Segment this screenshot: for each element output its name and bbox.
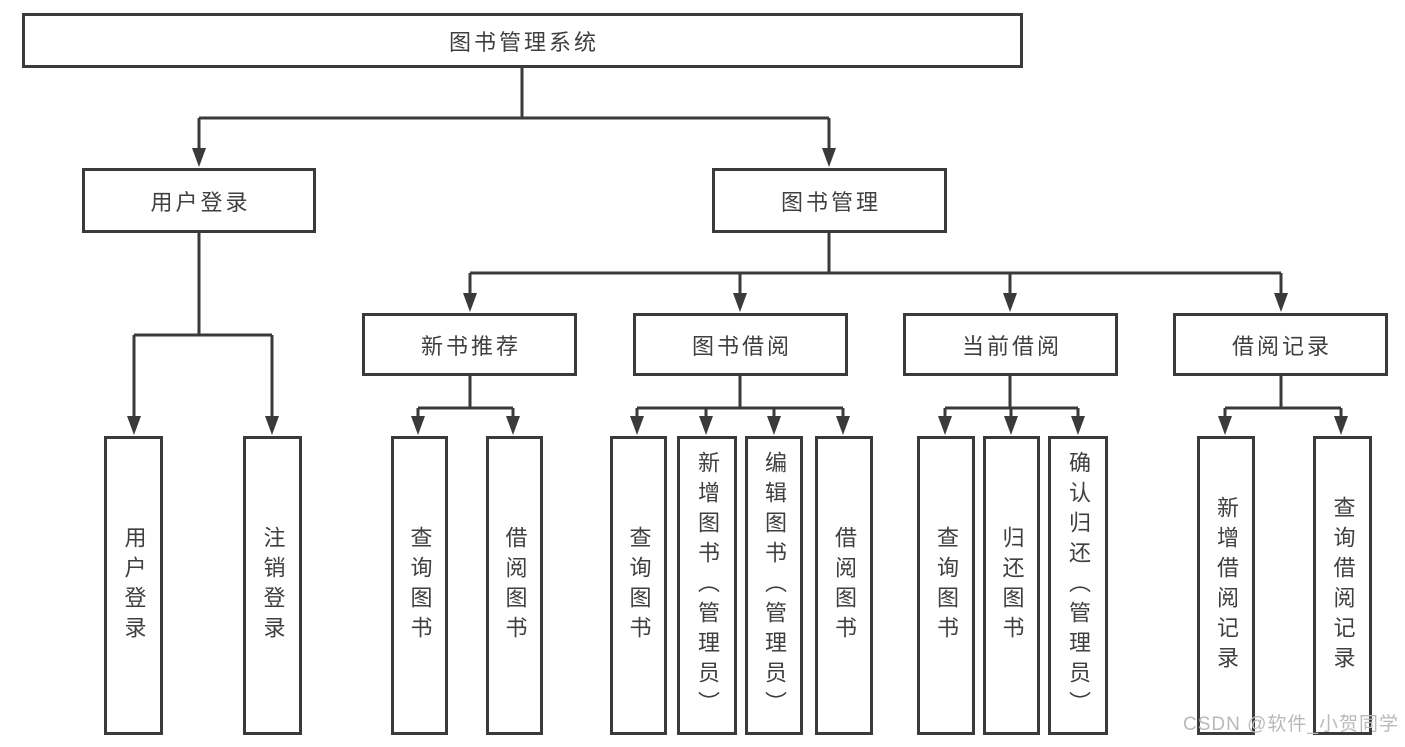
- arrowheads: [127, 148, 1348, 435]
- node-label: 查询图书: [407, 525, 433, 646]
- node-label: 新增图书（管理员）: [695, 450, 720, 721]
- node-label: 查询借阅记录: [1330, 495, 1356, 676]
- node-query-books-current: 查询图书: [917, 436, 975, 735]
- node-label: 查询图书: [626, 525, 652, 646]
- node-borrow-books: 借阅图书: [815, 436, 873, 735]
- node-query-books-recommend: 查询图书: [391, 436, 448, 735]
- node-current-borrowing: 当前借阅: [903, 313, 1118, 376]
- node-label: 图书管理系统: [448, 29, 599, 55]
- node-user-login: 用户登录: [82, 168, 316, 233]
- node-library-system: 图书管理系统: [22, 13, 1023, 68]
- node-label: 注销登录: [260, 525, 286, 646]
- node-edit-books-admin: 编辑图书（管理员）: [745, 436, 803, 735]
- node-label: 借阅记录: [1231, 333, 1332, 359]
- node-book-management: 图书管理: [712, 168, 947, 233]
- node-label: 用户登录: [150, 189, 251, 215]
- node-label: 编辑图书（管理员）: [762, 450, 787, 721]
- node-label: 当前借阅: [961, 333, 1062, 359]
- node-return-books: 归还图书: [983, 436, 1040, 735]
- node-borrow-books-recommend: 借阅图书: [486, 436, 543, 735]
- node-user-login-action: 用户登录: [104, 436, 163, 735]
- node-borrowing-records: 借阅记录: [1173, 313, 1388, 376]
- node-label: 用户登录: [121, 525, 147, 646]
- node-logout: 注销登录: [243, 436, 302, 735]
- node-query-books-borrow: 查询图书: [610, 436, 667, 735]
- node-label: 借阅图书: [502, 525, 528, 646]
- node-label: 归还图书: [999, 525, 1025, 646]
- node-book-borrowing: 图书借阅: [633, 313, 848, 376]
- node-label: 图书管理: [780, 189, 881, 215]
- node-label: 确认归还（管理员）: [1066, 450, 1091, 721]
- node-label: 借阅图书: [832, 525, 857, 646]
- node-new-book-recommend: 新书推荐: [362, 313, 577, 376]
- node-label: 查询图书: [934, 525, 959, 646]
- node-label: 新书推荐: [420, 333, 521, 359]
- node-label: 新增借阅记录: [1214, 495, 1239, 676]
- watermark: CSDN @软件_小贺同学: [1183, 714, 1399, 735]
- node-confirm-return-admin: 确认归还（管理员）: [1048, 436, 1108, 735]
- node-add-books-admin: 新增图书（管理员）: [677, 436, 737, 735]
- node-query-borrow-record: 查询借阅记录: [1313, 436, 1372, 735]
- node-add-borrow-record: 新增借阅记录: [1197, 436, 1255, 735]
- node-label: 图书借阅: [691, 333, 792, 359]
